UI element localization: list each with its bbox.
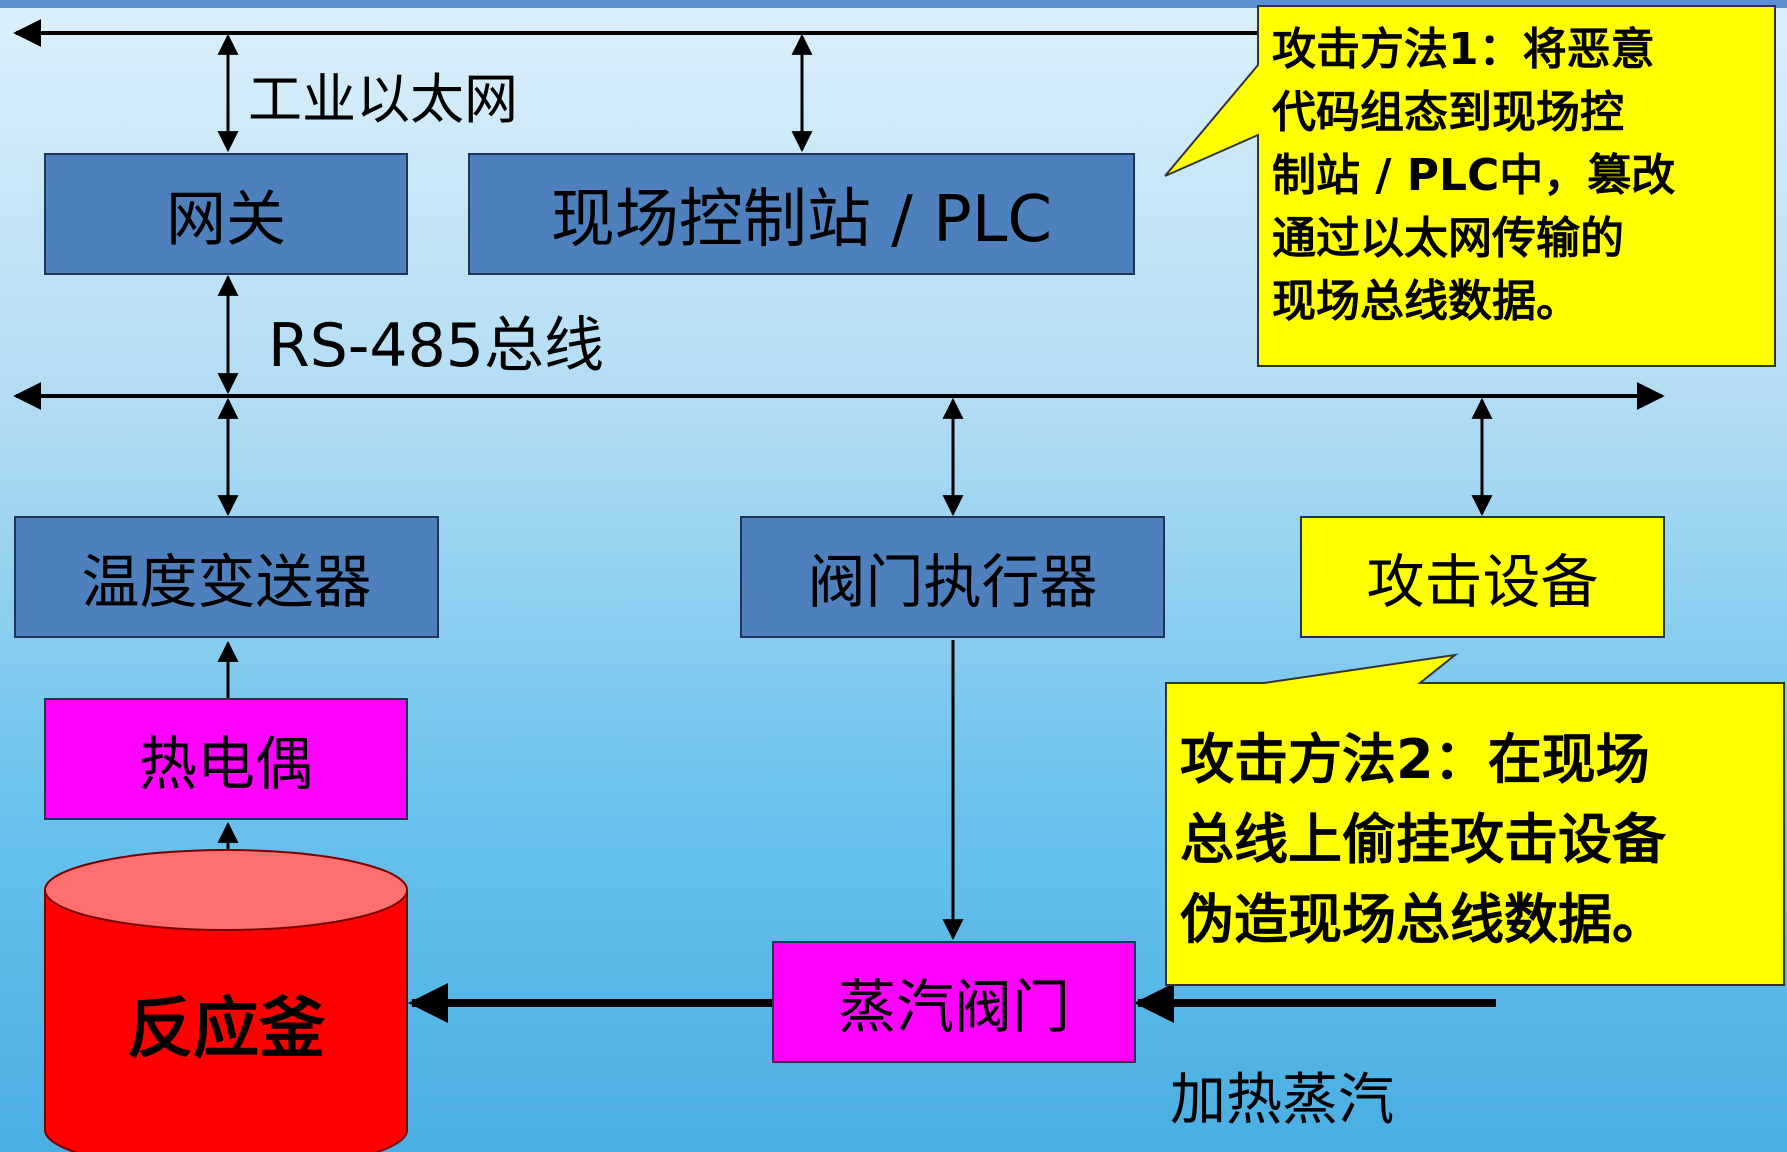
valve-actuator-label: 阀门执行器 [807, 548, 1098, 616]
rs485-label: RS-485总线 [268, 311, 604, 381]
gateway-node: 网关 [44, 153, 408, 275]
plc-label: 现场控制站 / PLC [550, 183, 1053, 257]
top-strip [0, 0, 1787, 8]
reactor-top [44, 849, 408, 931]
attack-device-label: 攻击设备 [1366, 548, 1599, 616]
valve-actuator-node: 阀门执行器 [740, 516, 1165, 638]
temp-transmitter-label: 温度变送器 [81, 548, 372, 616]
callout-2-text: 攻击方法2：在现场 总线上偷挂攻击设备 伪造现场总线数据。 [1180, 728, 1666, 951]
gateway-label: 网关 [166, 184, 286, 255]
reactor-label: 反应釜 [127, 990, 325, 1067]
callout-1-shape [1164, 5, 1776, 367]
temp-transmitter-node: 温度变送器 [14, 516, 439, 638]
steam-valve-label: 蒸汽阀门 [837, 973, 1070, 1041]
callout-1-text: 攻击方法1：将恶意 代码组态到现场控 制站 / PLC中，篡改 通过以太网传输的… [1272, 24, 1676, 327]
attack-device-node: 攻击设备 [1300, 516, 1665, 638]
reactor-body [44, 889, 408, 1152]
thermocouple-label: 热电偶 [138, 730, 313, 798]
heating-steam-label: 加热蒸汽 [1170, 1068, 1394, 1133]
steam-valve-node: 蒸汽阀门 [772, 941, 1136, 1063]
plc-node: 现场控制站 / PLC [468, 153, 1135, 275]
ethernet-label: 工业以太网 [248, 68, 518, 131]
thermocouple-node: 热电偶 [44, 698, 408, 820]
callout-2-shape [1165, 653, 1785, 986]
